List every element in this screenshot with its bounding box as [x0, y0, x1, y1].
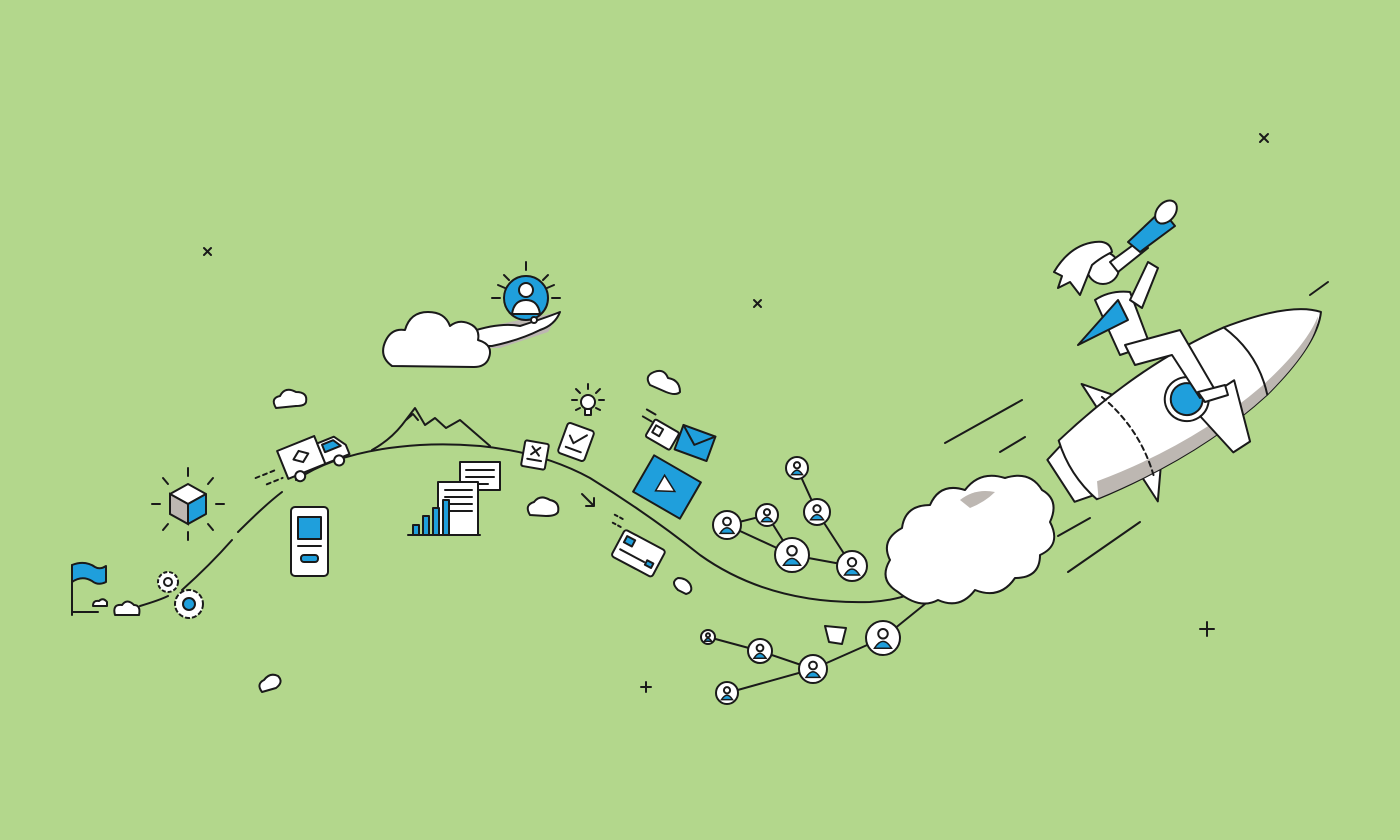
speed-lines [944, 281, 1329, 573]
email-envelope-icon [673, 423, 717, 463]
approved-document-icon [557, 422, 595, 462]
shopping-bag-icon [824, 625, 847, 645]
person-with-telescope [1053, 199, 1229, 403]
mountain-icon [371, 407, 491, 451]
small-cloud-icon [258, 369, 693, 693]
video-play-icon [632, 454, 702, 520]
smartphone-icon [290, 506, 329, 577]
delivery-truck-icon [254, 435, 351, 486]
person-node-icon [715, 681, 739, 705]
lightbulb-icon [571, 383, 605, 416]
person-node-icon [712, 510, 742, 540]
small-cloud-icon [92, 598, 141, 616]
credit-card-icon [611, 513, 666, 578]
report-chart-icon [407, 461, 501, 536]
person-node-icon [747, 638, 773, 664]
decorative-marks [203, 133, 1269, 693]
journey-path [71, 443, 931, 613]
id-card-icon [641, 408, 680, 451]
person-node-icon [700, 629, 716, 645]
person-node-icon [785, 456, 809, 480]
cloud-hand-person-icon [382, 261, 561, 368]
person-node-icon [798, 654, 828, 684]
product-cube-icon [151, 467, 225, 541]
people-network [700, 456, 931, 705]
arrow-icon [581, 493, 595, 507]
person-node-icon [774, 537, 810, 573]
person-node-icon [803, 498, 831, 526]
gears-icon [157, 571, 204, 619]
start-flag-icon [71, 561, 107, 616]
rejected-document-icon [520, 439, 550, 471]
rocket-smoke-cloud [884, 474, 1056, 605]
person-node-icon [865, 620, 901, 656]
person-node-icon [836, 550, 868, 582]
rocket [1046, 308, 1322, 503]
person-node-icon [755, 503, 779, 527]
